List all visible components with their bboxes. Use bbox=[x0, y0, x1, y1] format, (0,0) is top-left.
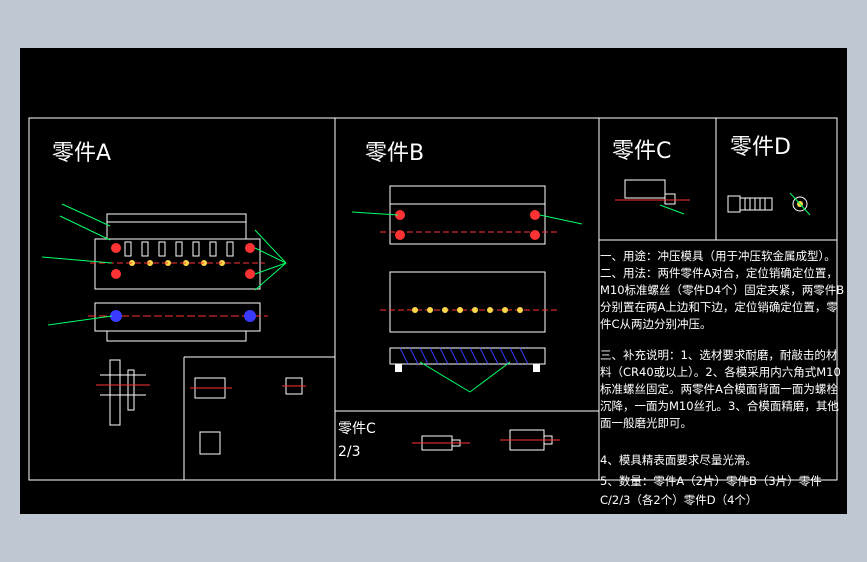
part-c-drawing bbox=[615, 179, 690, 215]
part-c-view-qty: 2/3 bbox=[338, 444, 361, 460]
part-c-view-label: 零件C bbox=[338, 421, 376, 437]
note-line-11: 4、模具精表面要求尽量光滑。 bbox=[600, 453, 757, 467]
note-line-9: 沉降，一面为M10丝孔。3、合模面精磨，其他 bbox=[600, 399, 839, 413]
part-c-title: 零件C bbox=[612, 139, 671, 164]
note-line-7: 料（CR40或以上）。2、各模采用内六角式M10 bbox=[600, 365, 841, 379]
part-b-title: 零件B bbox=[365, 141, 424, 166]
drawing-frame bbox=[28, 117, 838, 481]
note-line-10: 面一般磨光即可。 bbox=[600, 416, 692, 430]
note-line-12: 5、数量：零件A（2片）零件B（3片）零件 bbox=[600, 474, 822, 488]
note-line-2: 二、用法：两件零件A对合，定位销确定位置， bbox=[600, 266, 838, 280]
technical-notes: 一、用途：冲压模具（用于冲压软金属成型）。 二、用法：两件零件A对合，定位销确定… bbox=[600, 249, 844, 507]
part-a-drawing bbox=[41, 203, 287, 426]
part-d-drawing bbox=[727, 192, 811, 216]
note-line-8: 标准螺丝固定。两零件A合模面背面一面为螺栓 bbox=[600, 382, 838, 396]
part-a-detail-views bbox=[190, 377, 306, 455]
note-line-6: 三、补充说明：1、选材要求耐磨，耐敲击的材 bbox=[600, 348, 838, 362]
part-c-2-3-views bbox=[412, 429, 560, 451]
part-b-drawing bbox=[351, 185, 583, 393]
part-d-title: 零件D bbox=[730, 135, 791, 160]
note-line-1: 一、用途：冲压模具（用于冲压软金属成型）。 bbox=[600, 249, 836, 263]
note-line-3: M10标准螺丝（零件D4个）固定夹紧，两零件B bbox=[600, 283, 844, 297]
note-line-13: C/2/3（各2个）零件D（4个） bbox=[600, 493, 757, 507]
note-line-4: 分别置在两A上边和下边，定位销确定位置，零 bbox=[600, 300, 838, 314]
note-line-5: 件C从两边分别冲压。 bbox=[600, 317, 712, 331]
part-a-title: 零件A bbox=[52, 141, 111, 166]
